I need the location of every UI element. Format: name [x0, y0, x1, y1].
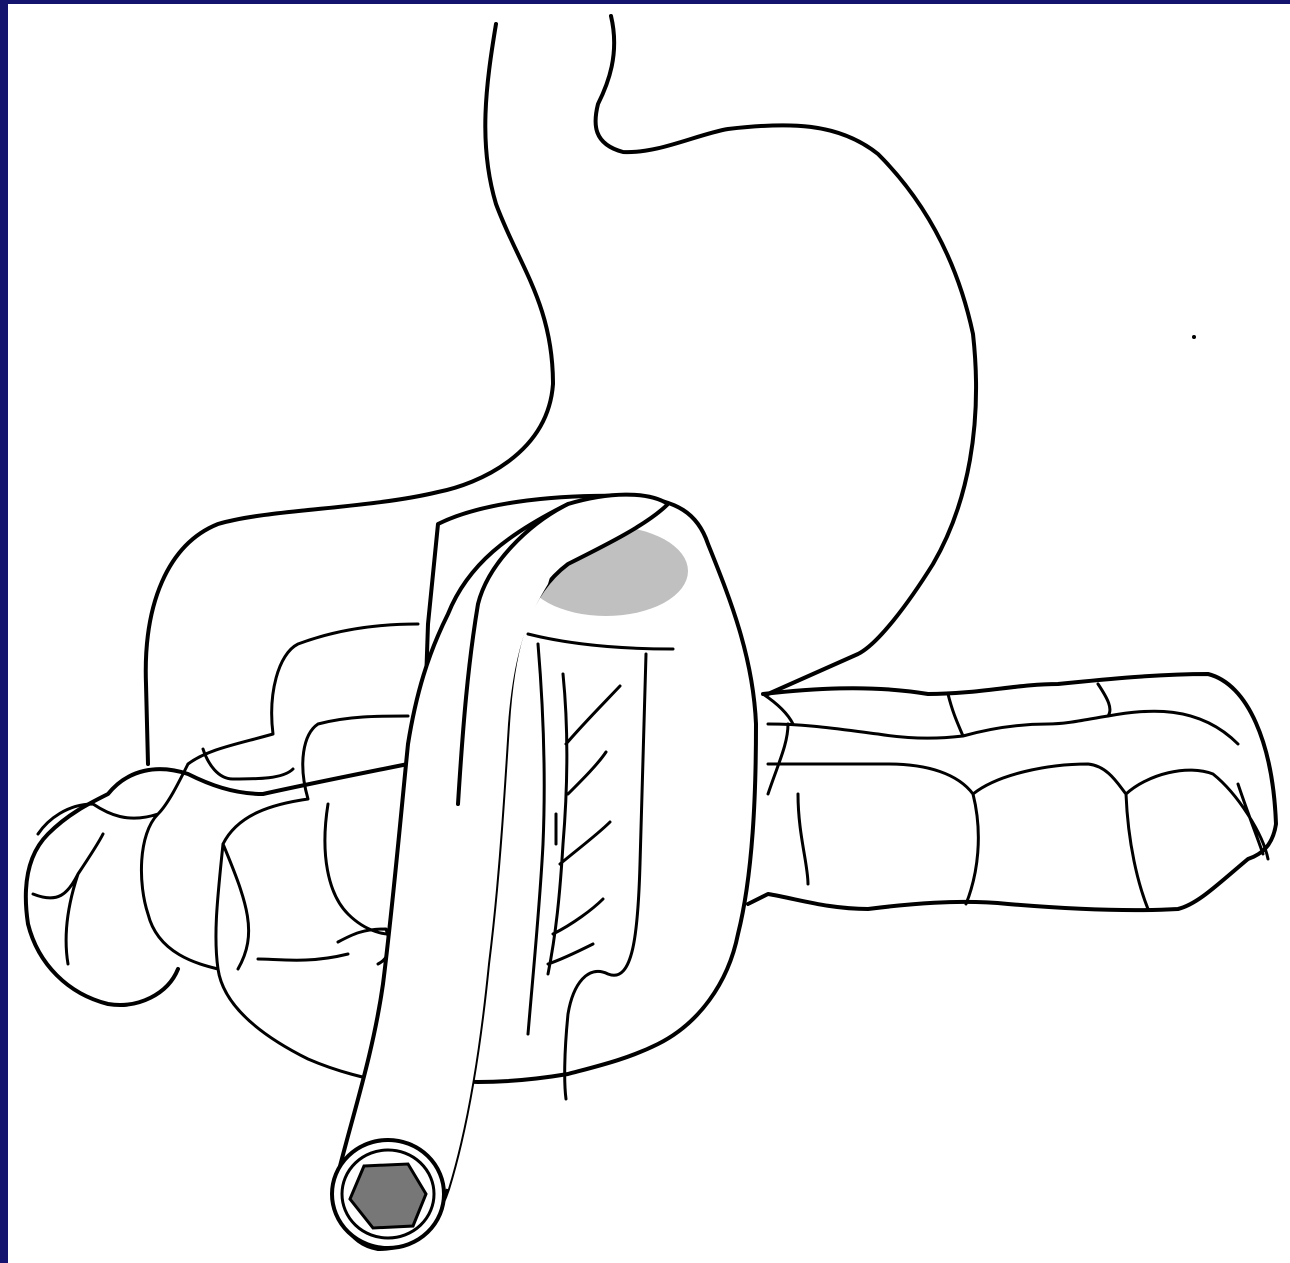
- anatomy-diagram: [8, 4, 1290, 1263]
- stray-mark: [1192, 335, 1196, 339]
- colon-right-outline: [748, 674, 1276, 910]
- colon-haustra-right: [763, 684, 1268, 909]
- colon-haustra-left: [33, 624, 418, 1082]
